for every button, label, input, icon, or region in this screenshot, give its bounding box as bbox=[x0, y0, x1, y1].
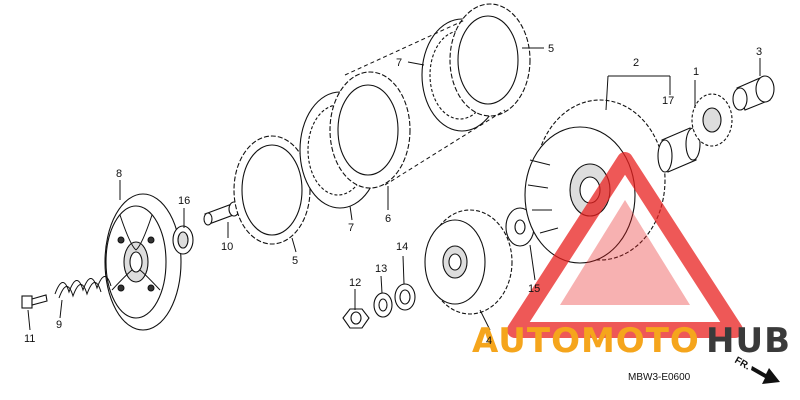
drive-sprocket-part bbox=[691, 93, 733, 147]
callout-14: 14 bbox=[396, 241, 408, 253]
callout-7-bottom: 7 bbox=[348, 222, 354, 234]
callout-4: 4 bbox=[486, 335, 492, 347]
callout-7-top: 7 bbox=[396, 57, 402, 69]
callout-5-top: 5 bbox=[548, 43, 554, 55]
callout-10: 10 bbox=[221, 241, 233, 253]
lock-washer-part bbox=[373, 292, 393, 318]
judder-spring-part bbox=[329, 71, 411, 189]
callout-labels: 1 2 3 4 5 5 6 7 7 8 9 10 11 12 13 14 15 … bbox=[24, 43, 762, 347]
lock-nut-part bbox=[342, 308, 370, 329]
watermark-text-hub: HUB bbox=[706, 321, 791, 361]
callout-8: 8 bbox=[116, 168, 122, 180]
washer-part bbox=[394, 283, 416, 311]
callout-2: 2 bbox=[633, 57, 639, 69]
clutch-spring-part bbox=[54, 276, 112, 299]
front-arrow-icon bbox=[751, 366, 780, 384]
callout-12: 12 bbox=[349, 277, 361, 289]
bolt-part bbox=[21, 294, 48, 309]
collar-part bbox=[732, 75, 775, 111]
callout-15: 15 bbox=[528, 283, 540, 295]
release-bearing-part bbox=[172, 225, 194, 255]
callout-5-bottom: 5 bbox=[292, 255, 298, 267]
lifter-piece-part bbox=[203, 201, 240, 226]
callout-3: 3 bbox=[756, 46, 762, 58]
callout-9: 9 bbox=[56, 319, 62, 331]
callout-13: 13 bbox=[375, 263, 387, 275]
leader-lines bbox=[27, 47, 761, 331]
pressure-plate-part bbox=[104, 193, 182, 331]
callout-11: 11 bbox=[24, 333, 35, 345]
callout-16: 16 bbox=[178, 195, 190, 207]
diagram-code: MBW3-E0600 bbox=[628, 372, 691, 383]
friction-disc-part bbox=[449, 3, 531, 117]
needle-bearing-part bbox=[657, 127, 701, 173]
watermark-text-automoto: AUTOMOTO bbox=[472, 321, 700, 361]
callout-6: 6 bbox=[385, 213, 391, 225]
friction-disc-part bbox=[233, 135, 311, 245]
clutch-center-part bbox=[424, 209, 513, 315]
callout-1: 1 bbox=[693, 66, 699, 78]
callout-17: 17 bbox=[662, 95, 674, 107]
watermark-logo: AUTOMOTO HUB bbox=[472, 152, 791, 361]
clutch-outer-part bbox=[524, 99, 666, 264]
